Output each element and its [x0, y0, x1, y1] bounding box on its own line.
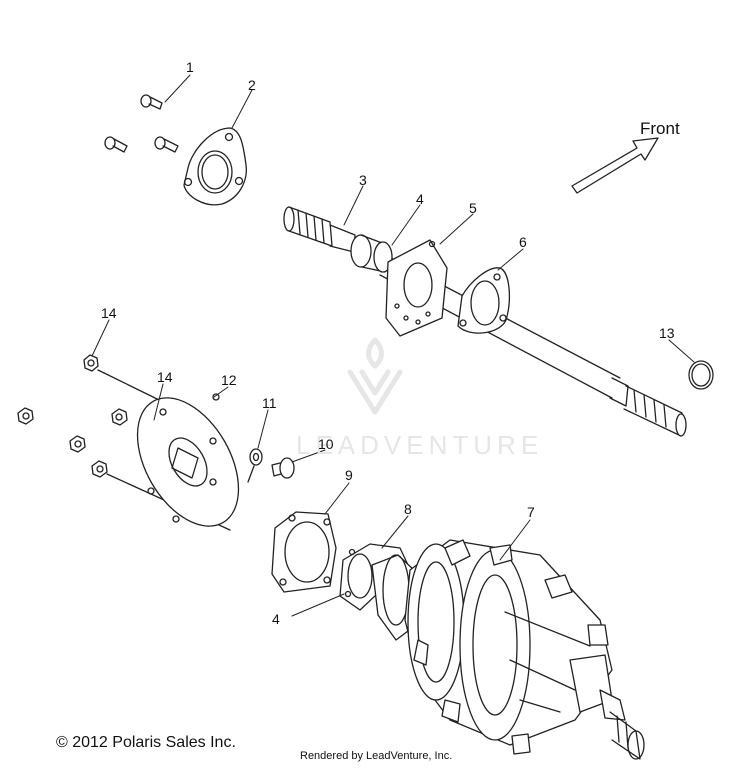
- nut-part-14d: [111, 408, 128, 426]
- nut-part-14e: [69, 435, 86, 453]
- nut-part-14a: [83, 354, 99, 372]
- callout-1: 1: [186, 59, 194, 75]
- rendered-by-text: Rendered by LeadVenture, Inc.: [300, 750, 453, 762]
- callout-10: 10: [318, 436, 334, 452]
- callout-13: 13: [659, 325, 675, 341]
- bolt-part-1c: [154, 136, 179, 153]
- callout-9: 9: [345, 467, 353, 483]
- callout-7: 7: [527, 504, 535, 520]
- front-direction-arrow-icon: [571, 137, 659, 194]
- flange-plate-part-2: [183, 127, 247, 206]
- drive-sprocket-assembly-part-7: [371, 539, 645, 760]
- bearing-flange-part-5: [385, 239, 448, 337]
- callout-2: 2: [248, 77, 256, 93]
- bolt-part-1b: [104, 136, 128, 153]
- hub-flange-part-12: [136, 393, 240, 527]
- o-ring-part-13: [688, 360, 714, 390]
- callout-4-upper: 4: [416, 191, 424, 207]
- callout-8: 8: [404, 501, 412, 517]
- callout-5: 5: [469, 200, 477, 216]
- watermark-text: LEADVENTURE: [296, 430, 544, 460]
- callout-leaders: [91, 74, 695, 617]
- copyright-text: © 2012 Polaris Sales Inc.: [56, 734, 236, 751]
- callout-11: 11: [262, 395, 277, 411]
- bolt-part-1: [140, 94, 163, 110]
- callout-14-upper: 14: [101, 305, 117, 321]
- callout-12: 12: [221, 372, 237, 388]
- washer-part-11: [249, 448, 263, 466]
- callout-14-lower: 14: [157, 369, 173, 385]
- bearing-part-4: [350, 234, 393, 273]
- nut-part-14f: [91, 460, 108, 478]
- flange-gasket-part-6: [457, 267, 511, 334]
- front-label: Front: [640, 119, 680, 138]
- plug-part-10: [271, 457, 295, 479]
- nut-part-14c: [17, 407, 34, 425]
- callout-4-lower: 4: [272, 611, 280, 627]
- callout-3: 3: [359, 172, 367, 188]
- watermark-logo-icon: [347, 337, 403, 415]
- callout-6: 6: [519, 234, 527, 250]
- gasket-part-9: [271, 511, 337, 593]
